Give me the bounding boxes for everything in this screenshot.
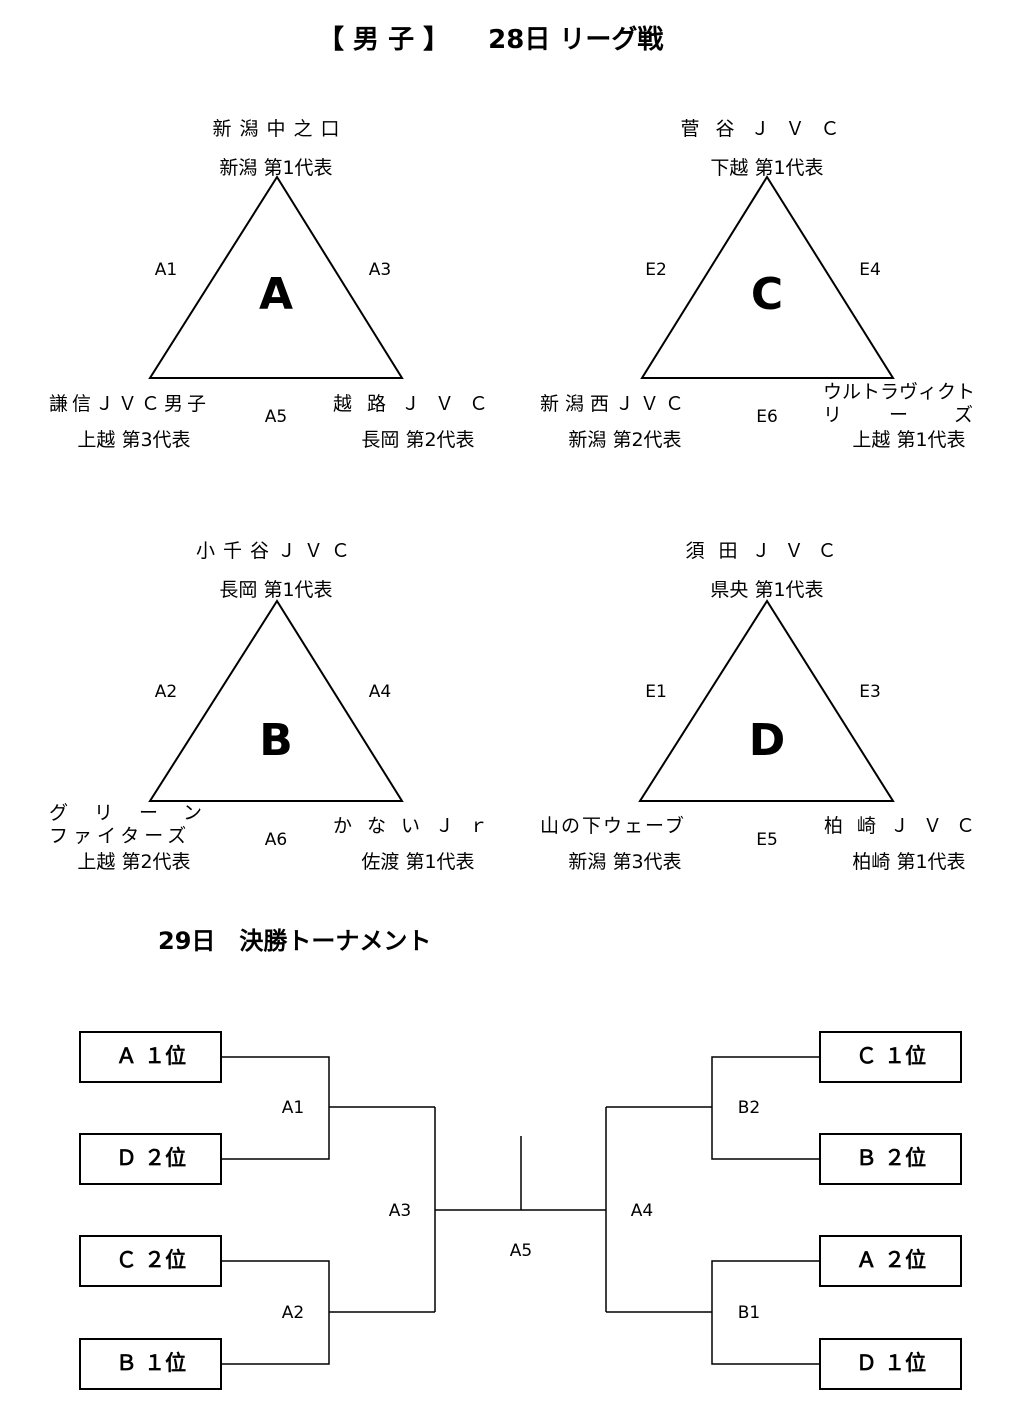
bracket-match-a3: A3 [388, 1201, 412, 1221]
group-d-match-bottom: E5 [756, 830, 778, 850]
group-c-match-left: E2 [645, 260, 667, 280]
group-c-top-team: 菅谷ＪＶＣ [680, 118, 856, 140]
group-d-right-team: 柏崎ＪＶＣ [824, 815, 990, 837]
group-c-right-rep: 上越 第1代表 [852, 429, 966, 451]
group-d-right-rep: 柏崎 第1代表 [852, 851, 966, 873]
group-c-top-rep: 下越 第1代表 [710, 157, 824, 179]
bracket-match-b1: B1 [737, 1303, 761, 1323]
group-c-match-bottom: E6 [756, 407, 778, 427]
triangle-group-d [638, 599, 895, 802]
group-a-right-team: 越路ＪＶＣ [333, 393, 504, 415]
group-b-top-rep: 長岡 第1代表 [219, 579, 333, 601]
group-a-match-left: A1 [154, 260, 178, 280]
bracket-match-b2: B2 [737, 1098, 761, 1118]
bracket-box-2: Ｄ ２位 [115, 1146, 187, 1170]
group-d-letter: D [748, 715, 786, 766]
bracket-box-7: Ａ ２位 [855, 1248, 927, 1272]
group-d-left-rep: 新潟 第3代表 [568, 851, 682, 873]
group-d-top-team: 須田ＪＶＣ [685, 540, 851, 562]
group-a-top-rep: 新潟 第1代表 [219, 157, 333, 179]
group-a-top-team: 新潟中之口 [212, 118, 348, 140]
group-b-letter: B [259, 715, 293, 766]
group-d-left-team: 山の下ウェーブ [540, 815, 686, 837]
triangle-group-a [148, 175, 404, 379]
bracket-match-a5: A5 [509, 1241, 533, 1261]
group-c-right-team-line2: リーズ [823, 404, 1021, 426]
bracket-match-a1: A1 [281, 1098, 305, 1118]
bracket-match-a4: A4 [630, 1201, 654, 1221]
group-c-left-rep: 新潟 第2代表 [568, 429, 682, 451]
group-b-left-team-line1: グリーン [49, 802, 229, 824]
league-title: 【 男 子 】 28日 リーグ戦 [318, 25, 664, 55]
group-a-match-right: A3 [368, 260, 392, 280]
final-title: 29日 決勝トーナメント [158, 927, 432, 955]
group-a-right-rep: 長岡 第2代表 [361, 429, 475, 451]
group-b-match-bottom: A6 [264, 830, 288, 850]
group-d-match-right: E3 [859, 682, 881, 702]
group-c-right-team-line1: ウルトラヴィクト [823, 381, 976, 403]
group-b-right-team: かないＪｒ [333, 815, 504, 837]
group-b-left-rep: 上越 第2代表 [77, 851, 191, 873]
group-a-left-rep: 上越 第3代表 [77, 429, 191, 451]
group-b-match-right: A4 [368, 682, 392, 702]
group-a-match-bottom: A5 [264, 407, 288, 427]
group-b-top-team: 小千谷ＪＶＣ [195, 540, 359, 562]
group-b-match-left: A2 [154, 682, 178, 702]
bracket-box-6: Ｂ ２位 [855, 1146, 927, 1170]
bracket-box-1: Ａ １位 [115, 1044, 187, 1068]
group-c-left-team: 新潟西ＪＶＣ [540, 393, 691, 415]
bracket-box-4: Ｂ １位 [115, 1351, 187, 1375]
triangle-group-b [148, 599, 404, 802]
group-a-left-team: 謙信ＪＶＣ男子 [49, 393, 211, 415]
bracket-box-8: Ｄ １位 [855, 1351, 927, 1375]
group-d-top-rep: 県央 第1代表 [710, 579, 824, 601]
group-b-left-team-line2: ファイターズ [49, 825, 192, 847]
bracket-box-3: Ｃ ２位 [115, 1248, 187, 1272]
bracket-box-5: Ｃ １位 [855, 1044, 927, 1068]
group-a-letter: A [258, 269, 294, 320]
bracket-match-a2: A2 [281, 1303, 305, 1323]
triangle-group-c [640, 175, 895, 379]
group-c-letter: C [750, 269, 784, 320]
group-c-match-right: E4 [859, 260, 881, 280]
group-b-right-rep: 佐渡 第1代表 [361, 851, 475, 873]
group-d-match-left: E1 [645, 682, 667, 702]
